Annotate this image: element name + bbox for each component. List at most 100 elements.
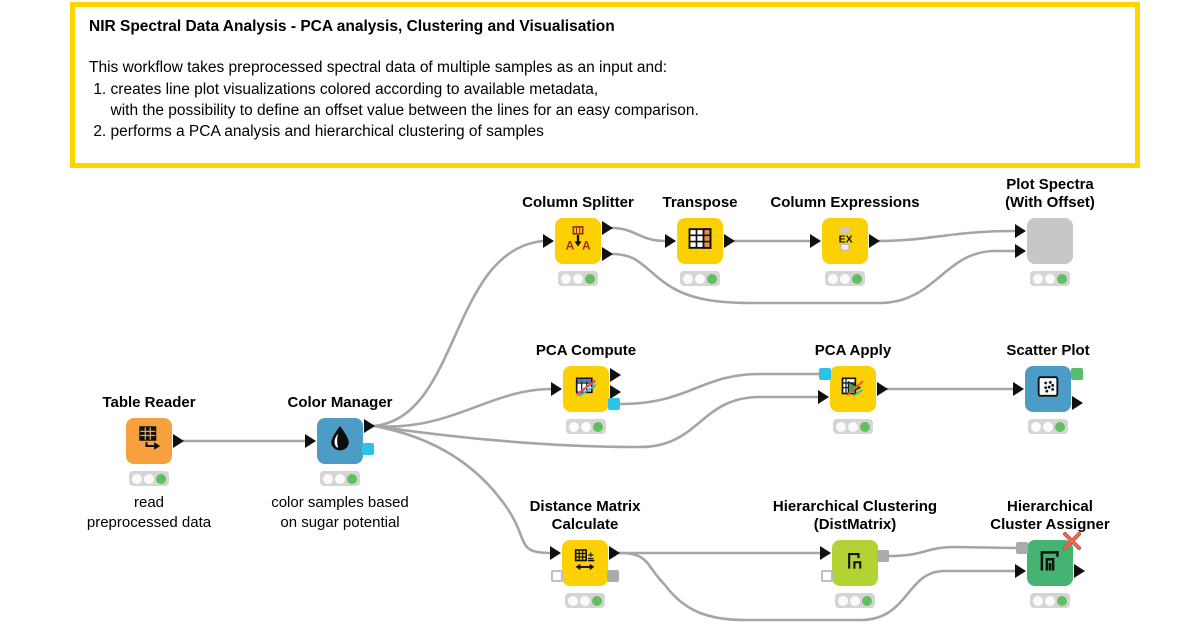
node-label: PCA Apply [814, 342, 892, 360]
output-port[interactable] [724, 234, 735, 248]
workflow-annotation[interactable]: NIR Spectral Data Analysis - PCA analysi… [70, 2, 1140, 168]
scatter-plot-icon [1034, 373, 1062, 406]
output-port[interactable] [869, 234, 880, 248]
node-caption: color samples based on sugar potential [271, 494, 409, 531]
node-column-splitter[interactable]: Column Splitter A A [522, 194, 634, 286]
input-port[interactable] [543, 234, 554, 248]
node-column-expressions[interactable]: Column Expressions EX [770, 194, 920, 286]
wire-columnexpressions-plotspectra[interactable] [877, 229, 1017, 243]
color-drop-icon [325, 424, 355, 459]
node-hierarchical-clustering[interactable]: Hierarchical Clustering (DistMatrix) [773, 498, 937, 608]
svg-text:A: A [582, 240, 591, 253]
table-reader-icon [134, 424, 164, 459]
node-pca-apply[interactable]: PCA Apply [815, 342, 891, 434]
node-label: Hierarchical Clustering (DistMatrix) [772, 497, 938, 534]
output-port-top[interactable] [610, 368, 621, 382]
traffic-light [680, 271, 720, 286]
node-label: Table Reader [102, 394, 196, 412]
cluster-model-input-port[interactable] [1016, 542, 1028, 554]
node-plot-spectra[interactable]: Plot Spectra (With Offset) [1005, 176, 1095, 286]
input-port[interactable] [551, 382, 562, 396]
output-port[interactable] [1072, 396, 1083, 410]
cluster-model-output-port[interactable] [877, 550, 889, 562]
pca-compute-icon [572, 373, 600, 406]
traffic-light [565, 593, 605, 608]
wire-colormanager-columnsplitter[interactable] [372, 239, 545, 428]
output-port[interactable] [609, 546, 620, 560]
traffic-light [1028, 419, 1068, 434]
node-label: Distance Matrix Calculate [529, 497, 641, 534]
traffic-light [320, 471, 360, 486]
node-transpose[interactable]: Transpose [662, 194, 738, 286]
input-port[interactable] [818, 390, 829, 404]
node-scatter-plot[interactable]: Scatter Plot [1006, 342, 1090, 434]
transpose-icon [686, 225, 714, 258]
wire-hierclustering-hierclusterassigner[interactable] [887, 545, 1018, 558]
input-port[interactable] [1015, 564, 1026, 578]
node-pca-compute[interactable]: PCA Compute [536, 342, 636, 434]
node-label: Transpose [662, 194, 738, 212]
svg-text:A: A [566, 240, 575, 253]
annotation-body: This workflow takes preprocessed spectra… [89, 59, 699, 141]
svg-text:EX: EX [839, 234, 853, 246]
distance-output-port[interactable] [607, 570, 619, 582]
svg-text:±: ± [588, 550, 594, 562]
pca-model-input-port[interactable] [819, 368, 831, 380]
column-expressions-icon: EX [831, 225, 859, 258]
output-port-bottom[interactable] [602, 247, 613, 261]
traffic-light [566, 419, 606, 434]
output-port[interactable] [173, 434, 184, 448]
output-port[interactable] [1074, 564, 1085, 578]
optional-input-port[interactable] [821, 570, 833, 582]
input-port-top[interactable] [1015, 224, 1026, 238]
node-table-reader[interactable]: Table Reader read preprocessed data [87, 394, 211, 530]
node-hierarchical-cluster-assigner[interactable]: Hierarchical Cluster Assigner [990, 498, 1110, 608]
column-splitter-icon: A A [564, 225, 592, 258]
dendrogram-icon [841, 547, 869, 580]
node-label: Hierarchical Cluster Assigner [990, 497, 1110, 534]
input-port-bottom[interactable] [1015, 244, 1026, 258]
traffic-light [558, 271, 598, 286]
input-port[interactable] [1013, 382, 1024, 396]
wire-colormanager-pcaapply[interactable] [372, 395, 820, 449]
color-model-output-port[interactable] [362, 443, 374, 455]
node-label: Plot Spectra (With Offset) [1005, 175, 1095, 212]
traffic-light [825, 271, 865, 286]
image-output-port[interactable] [1071, 368, 1083, 380]
node-distance-matrix-calculate[interactable]: Distance Matrix Calculate ± [530, 498, 640, 608]
wire-columnsplitter-transpose[interactable] [610, 226, 667, 243]
input-port[interactable] [305, 434, 316, 448]
output-port[interactable] [877, 382, 888, 396]
output-port-middle[interactable] [610, 385, 621, 399]
wire-distancematrix-hierclusterassigner[interactable] [617, 551, 1017, 622]
pca-apply-icon [839, 373, 867, 406]
input-port[interactable] [550, 546, 561, 560]
node-label: PCA Compute [535, 342, 637, 360]
node-label: Color Manager [287, 394, 393, 412]
wire-pcacompute-pcaapply[interactable] [618, 372, 821, 406]
traffic-light [833, 419, 873, 434]
wire-columnsplitter-plotspectra[interactable] [610, 249, 1017, 305]
wire-colormanager-pcacompute[interactable] [372, 387, 553, 428]
input-port[interactable] [820, 546, 831, 560]
optional-input-port[interactable] [551, 570, 563, 582]
traffic-light [835, 593, 875, 608]
node-label: Column Splitter [522, 194, 634, 212]
dendrogram-icon [1035, 546, 1065, 581]
node-label: Scatter Plot [1006, 342, 1090, 360]
node-color-manager[interactable]: Color Manager color samples based on sug… [271, 394, 409, 530]
inactive-port-x-icon [1062, 531, 1082, 551]
input-port[interactable] [665, 234, 676, 248]
distance-matrix-icon: ± [571, 547, 599, 580]
annotation-title: NIR Spectral Data Analysis - PCA analysi… [89, 18, 615, 35]
output-port-top[interactable] [602, 221, 613, 235]
traffic-light [1030, 271, 1070, 286]
traffic-light [129, 471, 169, 486]
wire-colormanager-distancematrix[interactable] [372, 424, 552, 555]
input-port[interactable] [810, 234, 821, 248]
node-label: Column Expressions [770, 194, 920, 212]
output-port[interactable] [364, 419, 375, 433]
pca-model-output-port[interactable] [608, 398, 620, 410]
